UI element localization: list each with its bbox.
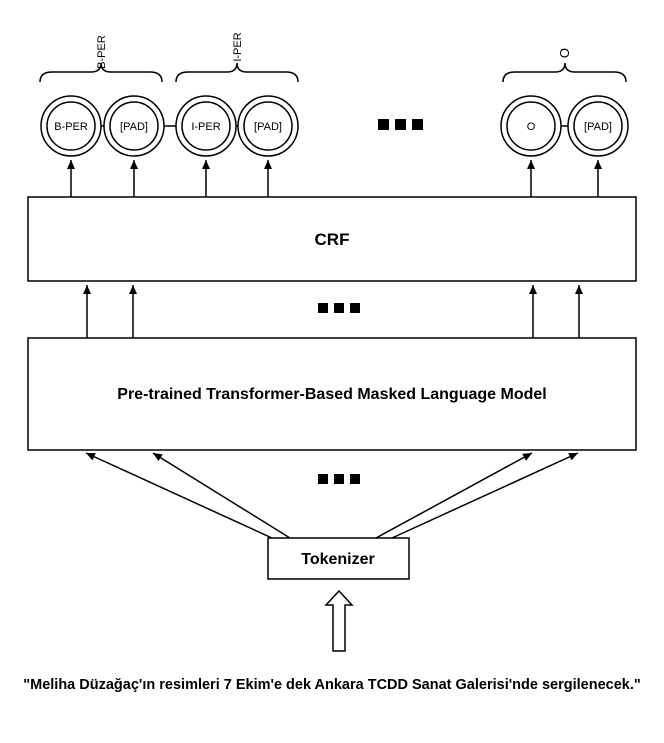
node-pad-2: [PAD]: [237, 95, 299, 157]
arrows-tokenizer-to-model: [85, 452, 579, 539]
label-o: O: [557, 48, 572, 58]
node-o: O: [500, 95, 562, 157]
node-label: O: [527, 121, 536, 133]
node-b-per: B-PER: [40, 95, 102, 157]
node-i-per: I-PER: [175, 95, 237, 157]
tokenizer-box: Tokenizer: [267, 537, 410, 580]
node-pad-3: [PAD]: [567, 95, 629, 157]
crf-label: CRF: [315, 230, 350, 249]
label-i-per: I-PER: [232, 32, 244, 61]
model-box: Pre-trained Transformer-Based Masked Lan…: [27, 337, 637, 451]
model-label: Pre-trained Transformer-Based Masked Lan…: [117, 386, 546, 403]
ellipsis-top: [378, 119, 423, 130]
tokenizer-label: Tokenizer: [301, 551, 375, 568]
node-label: I-PER: [191, 121, 220, 133]
node-pad-1: [PAD]: [103, 95, 165, 157]
crf-box: CRF: [27, 196, 637, 282]
brace-group-i-per: I-PER: [175, 32, 299, 83]
ellipsis-middle: [318, 303, 360, 313]
node-label: [PAD]: [120, 121, 148, 133]
node-label: [PAD]: [584, 121, 612, 133]
input-sentence: "Meliha Düzağaç'ın resimleri 7 Ekim'e de…: [23, 677, 641, 693]
node-label: B-PER: [54, 121, 88, 133]
label-b-per: B-PER: [96, 35, 108, 69]
brace-group-o: O: [502, 48, 627, 83]
arrows-model-to-crf: [83, 285, 583, 338]
ellipsis-bottom: [318, 474, 360, 484]
node-label: [PAD]: [254, 121, 282, 133]
arrows-crf-to-nodes: [67, 160, 602, 197]
input-arrow: [324, 589, 354, 652]
brace-group-b-per: B-PER: [39, 35, 163, 83]
